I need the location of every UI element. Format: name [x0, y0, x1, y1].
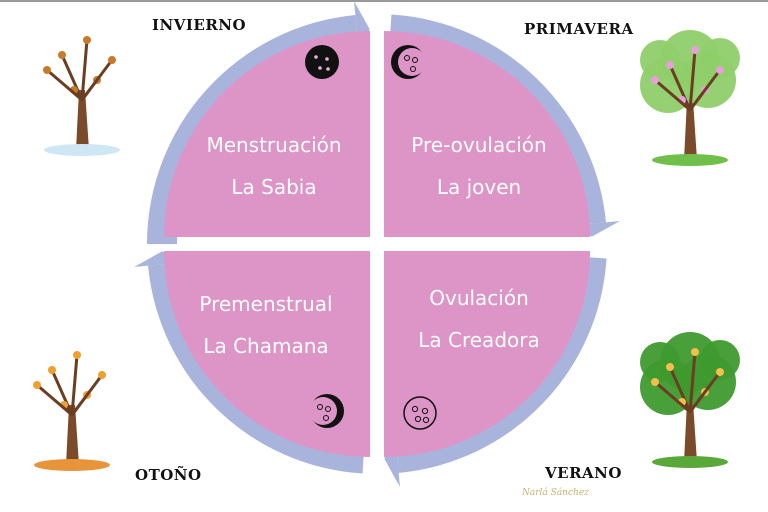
- spring-tree-icon-crown: [700, 38, 740, 78]
- arrow-head-icon: [354, 1, 370, 59]
- phase-name: Premenstrual: [199, 292, 333, 316]
- spring-tree-icon-leaf: [666, 61, 674, 69]
- crater: [317, 404, 323, 410]
- phase-ovulation: Ovulación La Creadora: [379, 277, 579, 361]
- phase-archetype: La Chamana: [203, 334, 329, 358]
- crater: [318, 66, 322, 70]
- summer-tree-icon-branch: [668, 366, 692, 413]
- winter-tree-icon-trunk: [76, 90, 89, 150]
- autumn-tree-icon-branch: [50, 369, 74, 416]
- winter-tree-icon-branch: [46, 68, 83, 102]
- spring-tree-icon-leaf: [691, 46, 699, 54]
- crater: [404, 55, 410, 61]
- crater: [414, 415, 422, 423]
- phase-name: Menstruación: [206, 133, 342, 157]
- crater: [411, 405, 419, 413]
- crater: [326, 67, 330, 71]
- spring-tree-icon-leaf: [651, 76, 659, 84]
- arrow-head-icon: [562, 221, 620, 237]
- logo: Narlá Sánchez: [522, 488, 589, 498]
- phase-archetype: La Sabia: [231, 175, 317, 199]
- winter-tree-icon-leaf: [108, 56, 116, 64]
- autumn-tree-icon-branch: [36, 383, 73, 417]
- summer-tree-icon-branch: [688, 371, 722, 413]
- autumn-tree-icon-branch: [70, 374, 104, 416]
- summer-tree-icon-crown: [640, 342, 680, 382]
- spring-tree-icon-ground: [652, 154, 728, 166]
- spring-tree-icon-branch: [654, 78, 691, 112]
- quadrant-menstruation: [164, 31, 370, 237]
- crater: [325, 406, 331, 412]
- winter-tree-icon-leaf: [43, 66, 51, 74]
- winter-tree-icon-branch: [80, 39, 89, 101]
- phase-archetype: La Creadora: [418, 328, 540, 352]
- phase-preovulation: Pre-ovulación La joven: [379, 124, 579, 208]
- spring-tree-icon-crown: [640, 40, 680, 80]
- autumn-tree-icon-leaf: [48, 366, 56, 374]
- spring-tree-icon-branch: [688, 69, 722, 111]
- summer-tree-icon-branch: [688, 351, 697, 413]
- season-label-winter: INVIERNO: [152, 16, 247, 34]
- summer-tree-icon-trunk: [684, 402, 697, 462]
- summer-tree-icon-leaf: [691, 348, 699, 356]
- spring-tree-icon-trunk: [684, 100, 697, 160]
- summer-tree-icon-crown: [700, 340, 740, 380]
- phase-name: Ovulación: [429, 286, 529, 310]
- winter-tree-icon-branch: [60, 54, 84, 101]
- summer-tree-icon-ground: [652, 456, 728, 468]
- winter-tree-icon-leaf: [58, 51, 66, 59]
- phase-archetype: La joven: [436, 175, 522, 199]
- spring-tree-icon-branch: [668, 64, 692, 111]
- summer-tree-icon-branch: [654, 380, 691, 414]
- summer-tree-icon-leaf: [666, 363, 674, 371]
- moon-lit-part: [309, 397, 337, 425]
- season-label-autumn: OTOÑO: [135, 466, 202, 484]
- autumn-tree-icon-leaf: [98, 371, 106, 379]
- autumn-tree-icon-branch: [70, 354, 79, 416]
- summer-tree-icon-leaf: [716, 368, 724, 376]
- crater: [421, 407, 429, 415]
- phase-name: Pre-ovulación: [411, 133, 547, 157]
- crater: [323, 415, 329, 421]
- season-label-summer: VERANO: [545, 464, 622, 482]
- autumn-tree-icon-leaf: [33, 381, 41, 389]
- spring-tree-icon-leaf: [716, 66, 724, 74]
- winter-tree-icon-ground: [44, 144, 120, 156]
- summer-tree-icon-leaf: [651, 378, 659, 386]
- arrow-head-icon: [384, 429, 400, 487]
- winter-tree-icon-leaf: [83, 36, 91, 44]
- quadrant-ovulation: [384, 251, 590, 457]
- winter-tree-icon-branch: [80, 59, 114, 101]
- autumn-tree-icon-ground: [34, 459, 110, 471]
- phase-menstruation: Menstruación La Sabia: [174, 124, 374, 208]
- crater: [325, 57, 329, 61]
- autumn-tree-icon-leaf: [73, 351, 81, 359]
- moon-lit-part: [398, 48, 426, 76]
- spring-tree-icon-branch: [688, 49, 697, 111]
- crater: [422, 416, 430, 424]
- crater: [412, 57, 418, 63]
- season-label-spring: PRIMAVERA: [524, 20, 634, 38]
- crater: [314, 55, 318, 59]
- arrow-head-icon: [134, 251, 192, 267]
- new-moon-icon: [305, 45, 339, 79]
- phase-premenstrual: Premenstrual La Chamana: [166, 283, 366, 367]
- quadrant-preovulation: [384, 31, 590, 237]
- autumn-tree-icon-trunk: [66, 405, 79, 465]
- crater: [410, 66, 416, 72]
- full-moon-icon: [403, 396, 437, 430]
